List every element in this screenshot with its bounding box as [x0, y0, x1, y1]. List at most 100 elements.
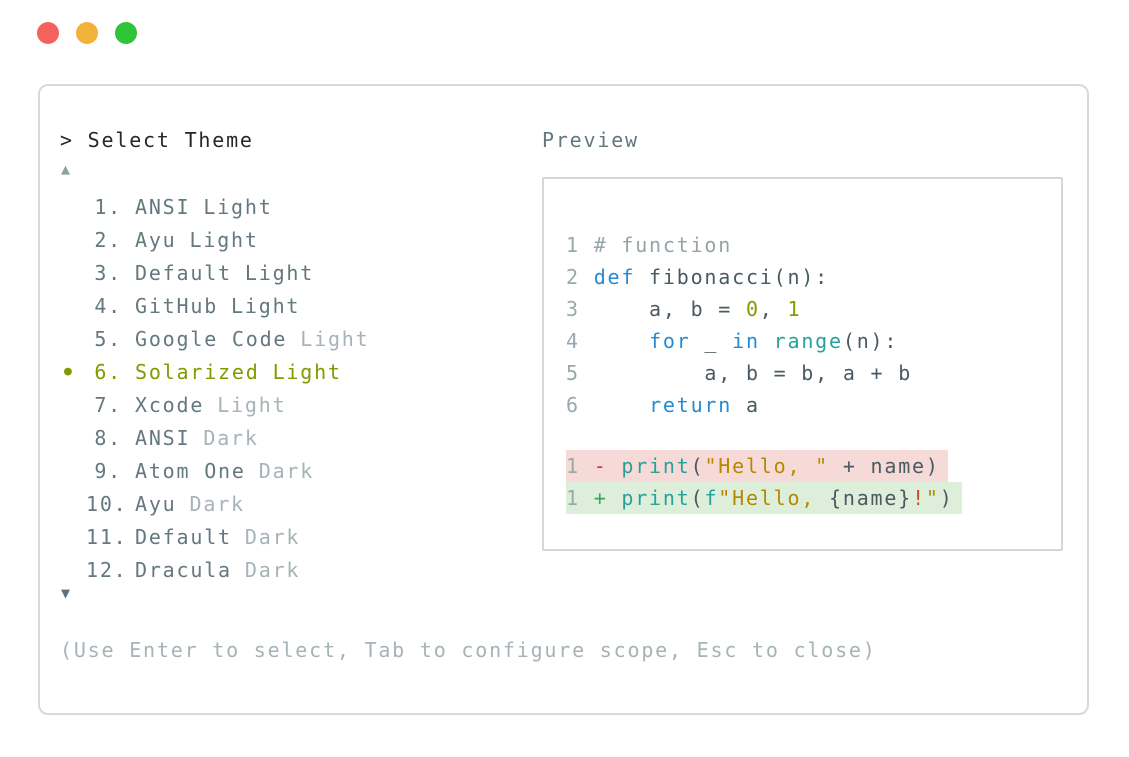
code-token: # function: [593, 233, 733, 257]
item-variant: Light: [217, 392, 287, 417]
theme-picker-window: > Select Theme ▲ 1. ANSI Light 2. Ayu Li…: [38, 84, 1089, 715]
theme-list-item[interactable]: 11. Default Dark: [56, 520, 369, 553]
diff-line-removed: 1 - print("Hello, " + name): [566, 450, 1061, 482]
item-name: Ayu: [135, 227, 177, 252]
line-number: 1: [566, 454, 594, 478]
theme-list-item[interactable]: 12. Dracula Dark: [56, 553, 369, 586]
item-variant: Light: [300, 326, 370, 351]
scroll-down-icon[interactable]: ▼: [61, 584, 71, 602]
code-line: 2 def fibonacci(n):: [566, 261, 1061, 293]
minimize-button[interactable]: [76, 22, 98, 44]
theme-list-item[interactable]: 1. ANSI Light: [56, 190, 369, 223]
code-token: + name): [829, 454, 940, 478]
theme-list-item[interactable]: 5. Google Code Light: [56, 322, 369, 355]
code-token: print: [621, 454, 691, 478]
code-token: a, b = b, a + b: [593, 361, 913, 385]
code-line: 5 a, b = b, a + b: [566, 357, 1061, 389]
item-number: 9.: [94, 458, 122, 483]
code-token: ,: [759, 297, 788, 321]
code-token: (: [690, 454, 705, 478]
close-button[interactable]: [37, 22, 59, 44]
code-token: (: [690, 486, 705, 510]
line-number: 1: [566, 486, 594, 510]
code-token: !: [912, 486, 926, 510]
code-token: [594, 393, 649, 417]
code-token: for: [649, 329, 691, 353]
item-number: 2.: [94, 227, 122, 252]
zoom-button[interactable]: [115, 22, 137, 44]
item-variant: Dark: [189, 491, 245, 516]
item-name: Ayu: [135, 491, 177, 516]
theme-list-item[interactable]: 7. Xcode Light: [56, 388, 369, 421]
item-variant: Light: [231, 293, 301, 318]
item-name: GitHub: [135, 293, 219, 318]
code-token: return: [649, 393, 733, 417]
code-token: range: [773, 329, 843, 353]
code-token: def: [593, 265, 636, 289]
item-name: Dracula: [135, 557, 232, 582]
theme-list-item[interactable]: 2. Ayu Light: [56, 223, 369, 256]
code-line: 4 for _ in range(n):: [566, 325, 1061, 357]
code-token: [760, 329, 774, 353]
code-token: +: [593, 486, 622, 510]
traffic-lights: [37, 22, 137, 44]
line-number: 3: [566, 297, 594, 321]
selection-dot-icon: ●: [64, 364, 74, 379]
theme-list: 1. ANSI Light 2. Ayu Light 3. Default Li…: [56, 190, 369, 586]
theme-list-item[interactable]: 9. Atom One Dark: [56, 454, 369, 487]
item-number: 12.: [86, 557, 128, 582]
item-number: 3.: [94, 260, 122, 285]
theme-list-item[interactable]: ● 6. Solarized Light: [56, 355, 369, 388]
code-token: "Hello,: [718, 486, 830, 510]
item-name: Default: [135, 260, 232, 285]
item-number: 7.: [94, 392, 122, 417]
item-number: 6.: [94, 359, 122, 384]
item-variant: Light: [203, 194, 273, 219]
item-variant: Light: [244, 260, 315, 285]
item-number: 1.: [94, 194, 122, 219]
item-number: 4.: [94, 293, 122, 318]
theme-list-item[interactable]: 3. Default Light: [56, 256, 369, 289]
scroll-up-icon[interactable]: ▲: [61, 160, 71, 178]
item-name: Default: [135, 524, 232, 549]
code-token: [594, 329, 649, 353]
item-name: Google Code: [135, 326, 288, 351]
item-variant: Light: [272, 359, 342, 384]
code-token: a, b =: [593, 297, 746, 321]
code-token: _: [690, 329, 733, 353]
theme-list-item[interactable]: 8. ANSI Dark: [56, 421, 369, 454]
code-line: 3 a, b = 0, 1: [566, 293, 1061, 325]
item-number: 5.: [94, 326, 122, 351]
code-token: ): [939, 486, 954, 510]
item-number: 11.: [86, 524, 128, 549]
item-variant: Dark: [203, 425, 259, 450]
code-token: {name}: [829, 486, 913, 510]
line-number: 4: [566, 329, 594, 353]
item-number: 10.: [86, 491, 128, 516]
line-number: 6: [566, 393, 594, 417]
code-token: ": [925, 486, 940, 510]
code-token: print: [621, 486, 691, 510]
code-token: in: [732, 329, 760, 353]
item-name: Solarized: [135, 359, 260, 384]
item-number: 8.: [94, 425, 122, 450]
theme-list-item[interactable]: 10. Ayu Dark: [56, 487, 369, 520]
prompt: > Select Theme: [60, 128, 254, 152]
code-gap: [566, 421, 1061, 450]
code-line: 6 return a: [566, 389, 1061, 421]
item-variant: Light: [189, 227, 259, 252]
diff-line-added: 1 + print(f"Hello, {name}!"): [566, 482, 1061, 514]
preview-label: Preview: [542, 128, 639, 152]
code-token: a: [732, 393, 760, 417]
line-number: 1: [566, 233, 594, 257]
code-token: f: [704, 486, 719, 510]
code-token: "Hello, ": [704, 454, 830, 478]
theme-list-item[interactable]: 4. GitHub Light: [56, 289, 369, 322]
code-line: 1 # function: [566, 229, 1061, 261]
item-name: Xcode: [135, 392, 205, 417]
item-name: ANSI: [135, 194, 191, 219]
item-variant: Dark: [258, 458, 315, 483]
line-number: 2: [566, 265, 594, 289]
